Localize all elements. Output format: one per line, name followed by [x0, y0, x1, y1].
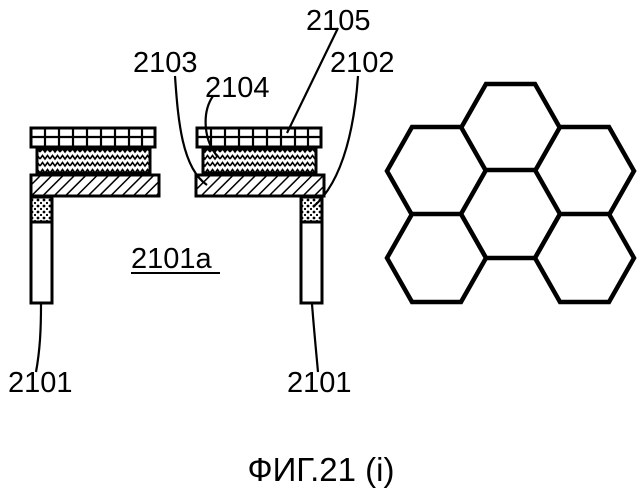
label-cavity: 2101a [131, 243, 213, 275]
left-bond-layer [31, 197, 52, 222]
figure-caption: ФИГ.21 (i) [247, 451, 394, 488]
left-hatched-plate [31, 175, 159, 196]
right-tile-row [197, 128, 321, 147]
left-tile-row [31, 128, 155, 147]
label-support-left: 2101 [8, 367, 73, 399]
label-2105: 2105 [306, 5, 371, 37]
right-support-post [301, 222, 322, 303]
left-support-post [31, 222, 52, 303]
leader-2101-left [36, 304, 41, 372]
labels: 2105 2103 2104 2102 2101a 2101 2101 [8, 5, 395, 399]
hexagon-pattern [387, 84, 634, 302]
leader-2105 [287, 28, 338, 133]
left-wavy-layer [37, 149, 150, 173]
right-wavy-layer [203, 149, 316, 173]
leader-2101-right [312, 304, 318, 372]
left-assembly [31, 128, 159, 303]
label-2103: 2103 [133, 47, 198, 79]
label-2104: 2104 [205, 72, 270, 104]
label-support-right: 2101 [287, 367, 352, 399]
right-hatched-plate [196, 175, 324, 196]
label-2102: 2102 [330, 47, 395, 79]
